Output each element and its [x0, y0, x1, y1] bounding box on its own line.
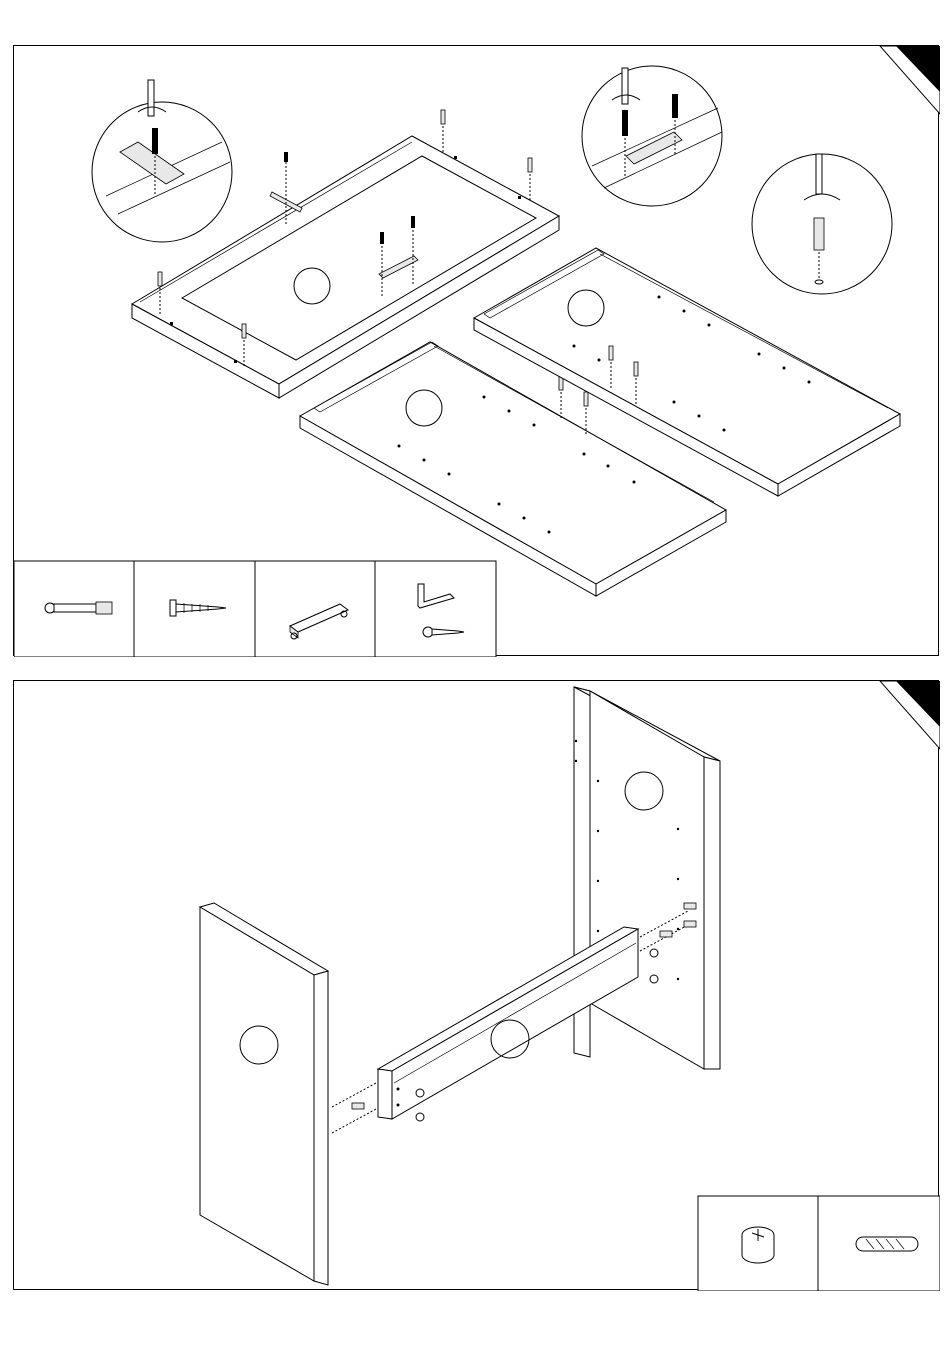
- step-1-corner-badge: [880, 46, 940, 114]
- step-2-panel: [13, 680, 939, 1290]
- detail-bracket-screw: [92, 80, 232, 242]
- step-2-hardware-strip: [698, 1196, 940, 1291]
- step-1-hardware-strip: [14, 561, 496, 657]
- step-1-illustration: [14, 46, 940, 657]
- wooden-dowel-icon: [856, 1237, 918, 1251]
- step-2-illustration: [14, 681, 940, 1291]
- right-side-panel: [574, 687, 720, 1069]
- cam-bolt-icon: [45, 602, 112, 614]
- cam-lock-nut-icon: [742, 1227, 774, 1263]
- step-1-panel: [13, 45, 939, 656]
- left-side-panel: [200, 903, 328, 1285]
- detail-cam-bolt: [752, 154, 892, 294]
- step-2-corner-badge: [880, 681, 940, 749]
- detail-magnetic-catch: [582, 66, 722, 206]
